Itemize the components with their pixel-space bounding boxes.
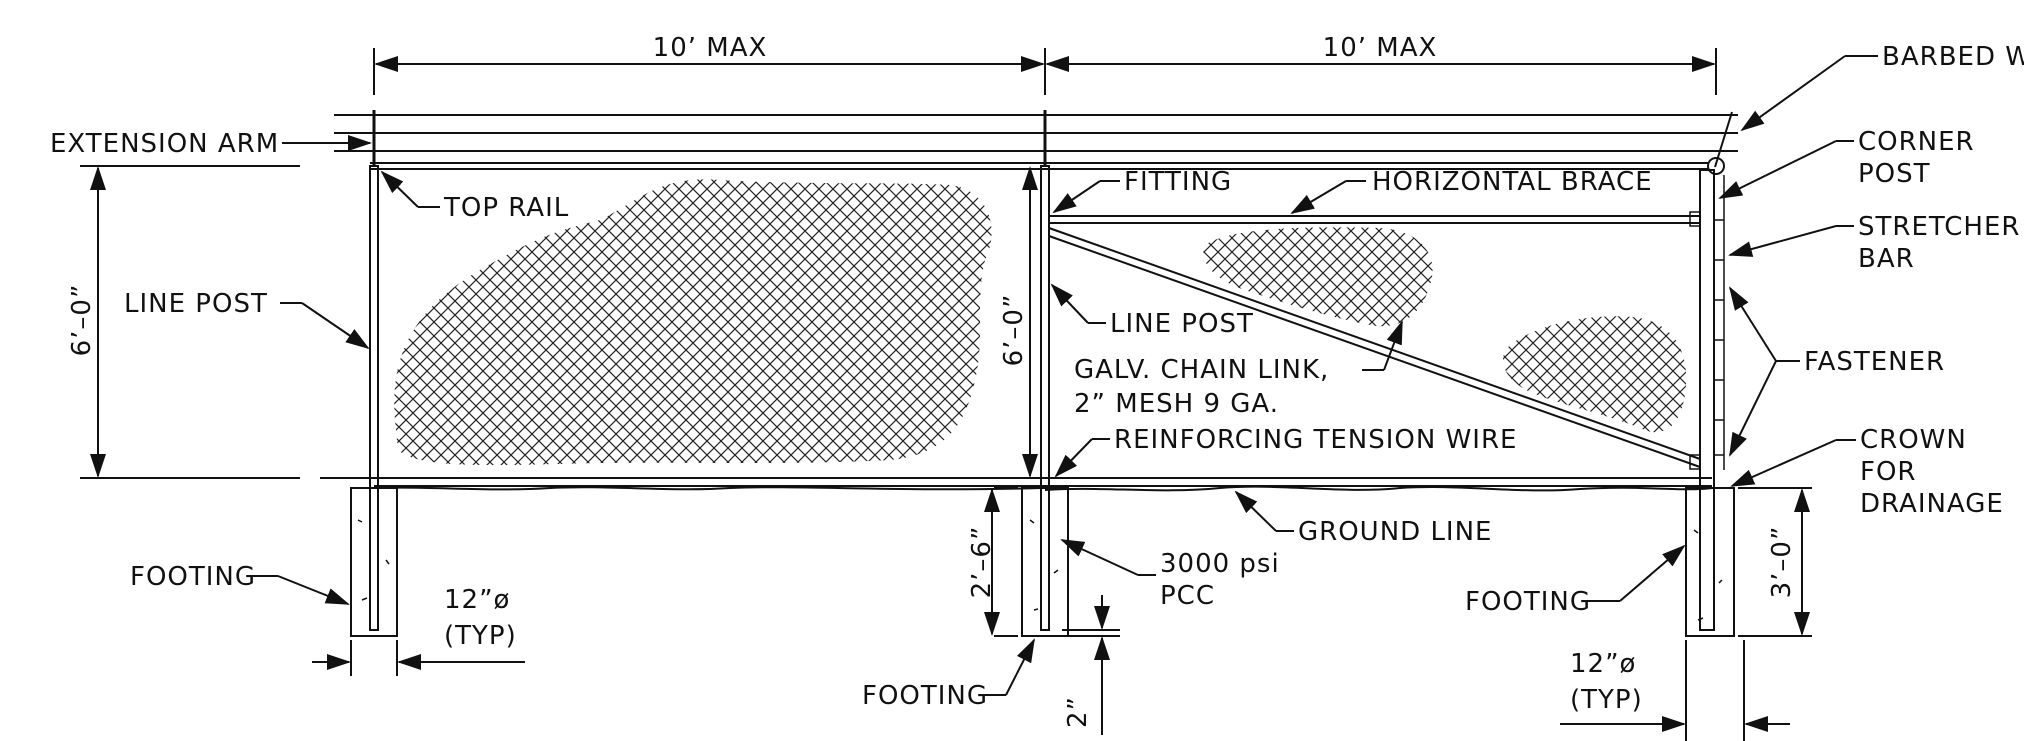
- chain-link-mesh: [394, 179, 1687, 466]
- posts: [369, 165, 1725, 631]
- span-right-label: 10’ MAX: [1323, 33, 1438, 63]
- horizontal-brace-label: HORIZONTAL BRACE: [1372, 167, 1653, 197]
- chain-link-callout: GALV. CHAIN LINK, 2” MESH 9 GA.: [1074, 320, 1403, 419]
- chain-link-label-1: GALV. CHAIN LINK,: [1074, 355, 1329, 385]
- fitting-label: FITTING: [1124, 167, 1232, 197]
- corner-post: [1699, 169, 1715, 631]
- height-left: 6’–0”: [67, 165, 300, 479]
- top-rail: TOP RAIL: [370, 157, 1725, 223]
- barbed-wire-label: BARBED WIRE: [1882, 42, 2024, 72]
- crown-label-2: FOR: [1860, 457, 1917, 487]
- fastener-label: FASTENER: [1804, 347, 1945, 377]
- fastener-callout: FASTENER: [1728, 286, 1945, 457]
- diameter-right-label-1: 12”ø: [1570, 649, 1636, 679]
- footing-left-label: FOOTING: [130, 562, 256, 592]
- diameter-left-label-2: (TYP): [444, 621, 517, 651]
- diameter-right: 12”ø (TYP): [1560, 640, 1790, 741]
- span-dimension: 10’ MAX 10’ MAX: [373, 33, 1717, 95]
- footing-middle: [1021, 487, 1069, 637]
- top-rail-label: TOP RAIL: [443, 193, 569, 223]
- depth-right-label: 3’–0”: [1767, 526, 1797, 599]
- footing-left: [350, 487, 398, 637]
- chain-link-label-2: 2” MESH 9 GA.: [1074, 389, 1279, 419]
- height-middle: 6’–0”: [999, 166, 1038, 478]
- diameter-right-label-2: (TYP): [1570, 685, 1643, 715]
- tension-wire-ground: REINFORCING TENSION WIRE GROUND LINE: [320, 425, 1713, 547]
- extension-arm-callout: EXTENSION ARM: [50, 129, 372, 159]
- bottom-gap-label: 2”: [1063, 696, 1093, 728]
- height-left-label: 6’–0”: [67, 284, 97, 357]
- footing-right-label: FOOTING: [1465, 587, 1591, 617]
- concrete-label-2: PCC: [1160, 581, 1215, 611]
- footing-middle-label: FOOTING: [862, 681, 988, 711]
- extension-arm-label: EXTENSION ARM: [50, 129, 279, 159]
- footings: [350, 487, 1735, 637]
- line-post-left-label: LINE POST: [124, 289, 268, 319]
- crown-label-1: CROWN: [1860, 425, 1967, 455]
- concrete-callout: 3000 psi PCC: [1060, 539, 1280, 611]
- stretcher-bar-label-1: STRETCHER: [1858, 212, 2020, 242]
- ground-line-label: GROUND LINE: [1298, 517, 1492, 547]
- depth-middle: 2’–6”: [967, 487, 1018, 637]
- line-post-middle: [1040, 165, 1050, 631]
- fitting-callout: FITTING: [1052, 167, 1232, 214]
- corner-post-label-2: POST: [1858, 159, 1931, 189]
- line-post-middle-label: LINE POST: [1110, 309, 1254, 339]
- stretcher-bar-label-2: BAR: [1858, 244, 1915, 274]
- tension-wire-label: REINFORCING TENSION WIRE: [1114, 425, 1517, 455]
- depth-middle-label: 2’–6”: [967, 526, 997, 599]
- footing-callouts: FOOTING FOOTING FOOTING: [130, 544, 1686, 711]
- depth-right: 3’–0”: [1738, 487, 1812, 637]
- footing-right: [1685, 487, 1735, 637]
- span-left-label: 10’ MAX: [653, 33, 768, 63]
- barbed-wire: BARBED WIRE: [334, 42, 2024, 168]
- crown-label-3: DRAINAGE: [1860, 489, 2004, 519]
- corner-post-label-1: CORNER: [1858, 127, 1975, 157]
- stretcher-bar-callout: STRETCHER BAR: [1728, 212, 2020, 274]
- line-post-left-callout: LINE POST: [124, 289, 370, 350]
- height-middle-label: 6’–0”: [999, 294, 1029, 367]
- horizontal-brace: HORIZONTAL BRACE: [1048, 167, 1701, 470]
- line-post-left: [369, 165, 379, 631]
- corner-post-callout: CORNER POST: [1718, 127, 1975, 199]
- diameter-left: 12”ø (TYP): [312, 585, 525, 676]
- diameter-left-label-1: 12”ø: [444, 585, 510, 615]
- bottom-gap-dimension: 2”: [1062, 595, 1120, 735]
- line-post-middle-callout: LINE POST: [1050, 283, 1254, 339]
- crown-callout: CROWN FOR DRAINAGE: [1730, 425, 2004, 519]
- concrete-label-1: 3000 psi: [1160, 549, 1280, 579]
